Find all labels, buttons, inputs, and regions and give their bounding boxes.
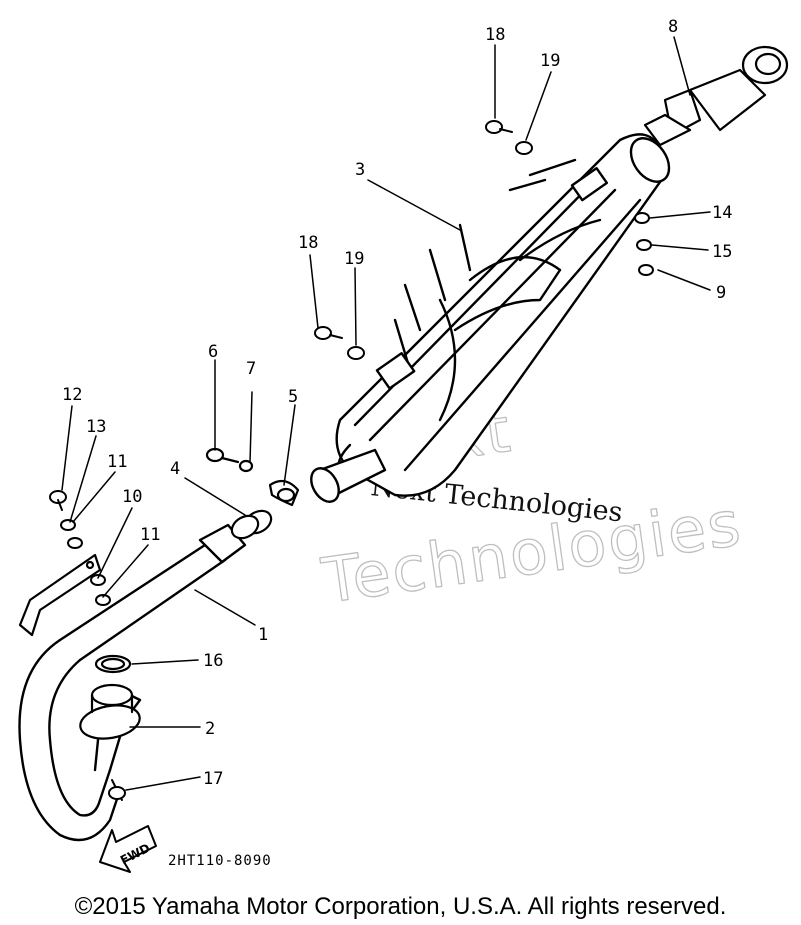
flange-bolt: [108, 779, 126, 801]
callout-6: 6: [208, 342, 218, 362]
callout-labels: 1 2 3 4 5 6 7 8 9 10 11 11 12 13 14 15 1…: [62, 17, 732, 789]
callout-8: 8: [668, 17, 678, 37]
callout-19b: 19: [344, 249, 364, 269]
callout-9: 9: [716, 283, 726, 303]
leader-lines: [61, 36, 711, 791]
exhaust-parts-diagram: Next Technologies Next Technologies: [18, 17, 789, 873]
bracket-fasteners: [49, 490, 111, 606]
callout-18a: 18: [485, 25, 505, 45]
callout-13: 13: [86, 417, 106, 437]
callout-10: 10: [122, 487, 142, 507]
pipe-bracket: [18, 553, 102, 637]
callout-7: 7: [246, 359, 256, 379]
callout-17: 17: [203, 769, 223, 789]
callout-11a: 11: [107, 452, 127, 472]
callout-18b: 18: [298, 233, 318, 253]
callout-14: 14: [712, 203, 732, 223]
copyright-notice: ©2015 Yamaha Motor Corporation, U.S.A. A…: [74, 893, 727, 920]
callout-4: 4: [170, 459, 180, 479]
callout-19a: 19: [540, 51, 560, 71]
fwd-arrow: FWD: [99, 825, 157, 873]
diagram-code: 2HT110-8090: [168, 853, 272, 869]
callout-1: 1: [258, 625, 268, 645]
exhaust-pipe: [18, 523, 247, 842]
muffler-hardware: [314, 120, 654, 360]
exhaust-flange: [79, 654, 141, 740]
muffler-body: [310, 133, 671, 503]
callout-12: 12: [62, 385, 82, 405]
callout-2: 2: [205, 719, 215, 739]
callout-3: 3: [355, 160, 365, 180]
callout-5: 5: [288, 387, 298, 407]
callout-11b: 11: [140, 525, 160, 545]
end-cap-assembly: [643, 45, 789, 147]
callout-15: 15: [712, 242, 732, 262]
callout-16: 16: [203, 651, 223, 671]
